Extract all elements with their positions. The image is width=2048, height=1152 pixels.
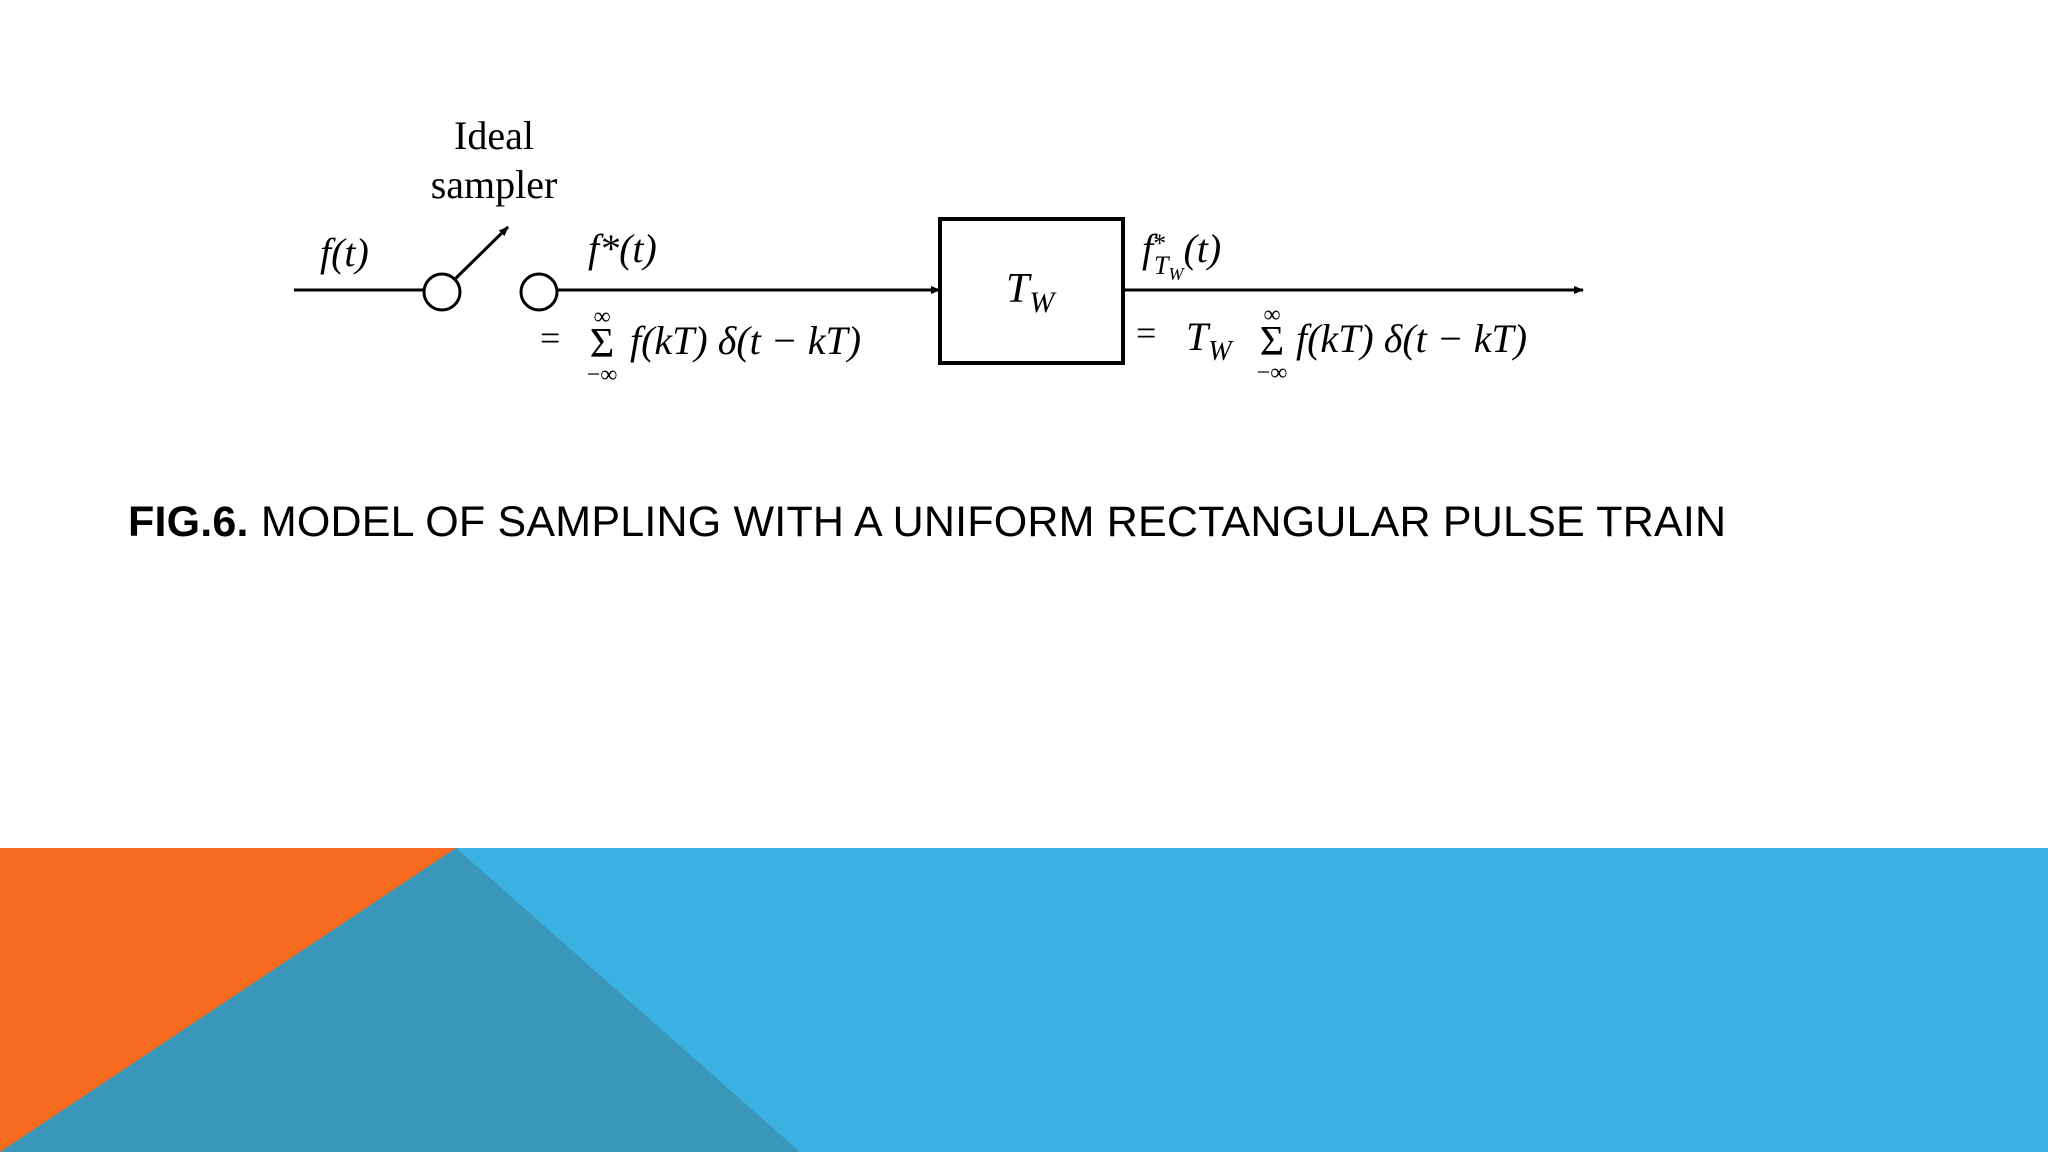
output-expr-tw: TW bbox=[1186, 314, 1234, 367]
block-label: TW bbox=[1006, 266, 1057, 319]
sampled-sum-upper: ∞ bbox=[593, 304, 610, 330]
output-label-sub-T: T bbox=[1154, 251, 1170, 280]
sampled-sum-lower: −∞ bbox=[587, 362, 618, 388]
sampled-sum-symbol: Σ bbox=[590, 321, 614, 367]
output-expr-T: T bbox=[1186, 314, 1211, 359]
figure-caption-label: FIG.6. bbox=[128, 498, 249, 546]
input-signal-label: f(t) bbox=[320, 230, 369, 275]
output-signal-label: f*TW(t) bbox=[1142, 226, 1221, 284]
sampled-expr-equals: = bbox=[540, 318, 560, 358]
output-label-star: * bbox=[1153, 229, 1166, 258]
sampler-left-terminal bbox=[422, 272, 462, 312]
output-label-arg: (t) bbox=[1183, 226, 1221, 271]
sampled-signal-label: f*(t) bbox=[588, 226, 657, 271]
sampling-block-diagram: Ideal sampler f(t) f*(t) = ∞ Σ −∞ f(kT) … bbox=[294, 113, 1584, 388]
block-label-subscript: W bbox=[1029, 286, 1057, 319]
figure-caption-text: MODEL OF SAMPLING WITH A UNIFORM RECTANG… bbox=[248, 498, 1727, 546]
sampler-label-line1: Ideal bbox=[454, 113, 534, 158]
output-sum-upper: ∞ bbox=[1263, 302, 1280, 328]
output-expr-W: W bbox=[1208, 336, 1234, 367]
sampled-expr-body: f(kT) δ(t − kT) bbox=[630, 318, 861, 363]
output-expr-equals: = bbox=[1136, 313, 1156, 353]
output-sum-lower: −∞ bbox=[1257, 360, 1288, 386]
block-label-main: T bbox=[1006, 266, 1032, 312]
output-sum-symbol: Σ bbox=[1260, 319, 1284, 365]
sampler-switch-arrow bbox=[453, 225, 510, 281]
footer-dark-blue-triangle bbox=[0, 848, 800, 1152]
sampler-right-terminal bbox=[519, 272, 559, 312]
sampler-label-line2: sampler bbox=[431, 162, 558, 207]
output-label-sub-W: W bbox=[1168, 264, 1185, 284]
pulse-width-block bbox=[938, 217, 1125, 365]
figure-caption: FIG.6. MODEL OF SAMPLING WITH A UNIFORM … bbox=[128, 498, 1726, 547]
output-expr-body: f(kT) δ(t − kT) bbox=[1296, 316, 1527, 361]
